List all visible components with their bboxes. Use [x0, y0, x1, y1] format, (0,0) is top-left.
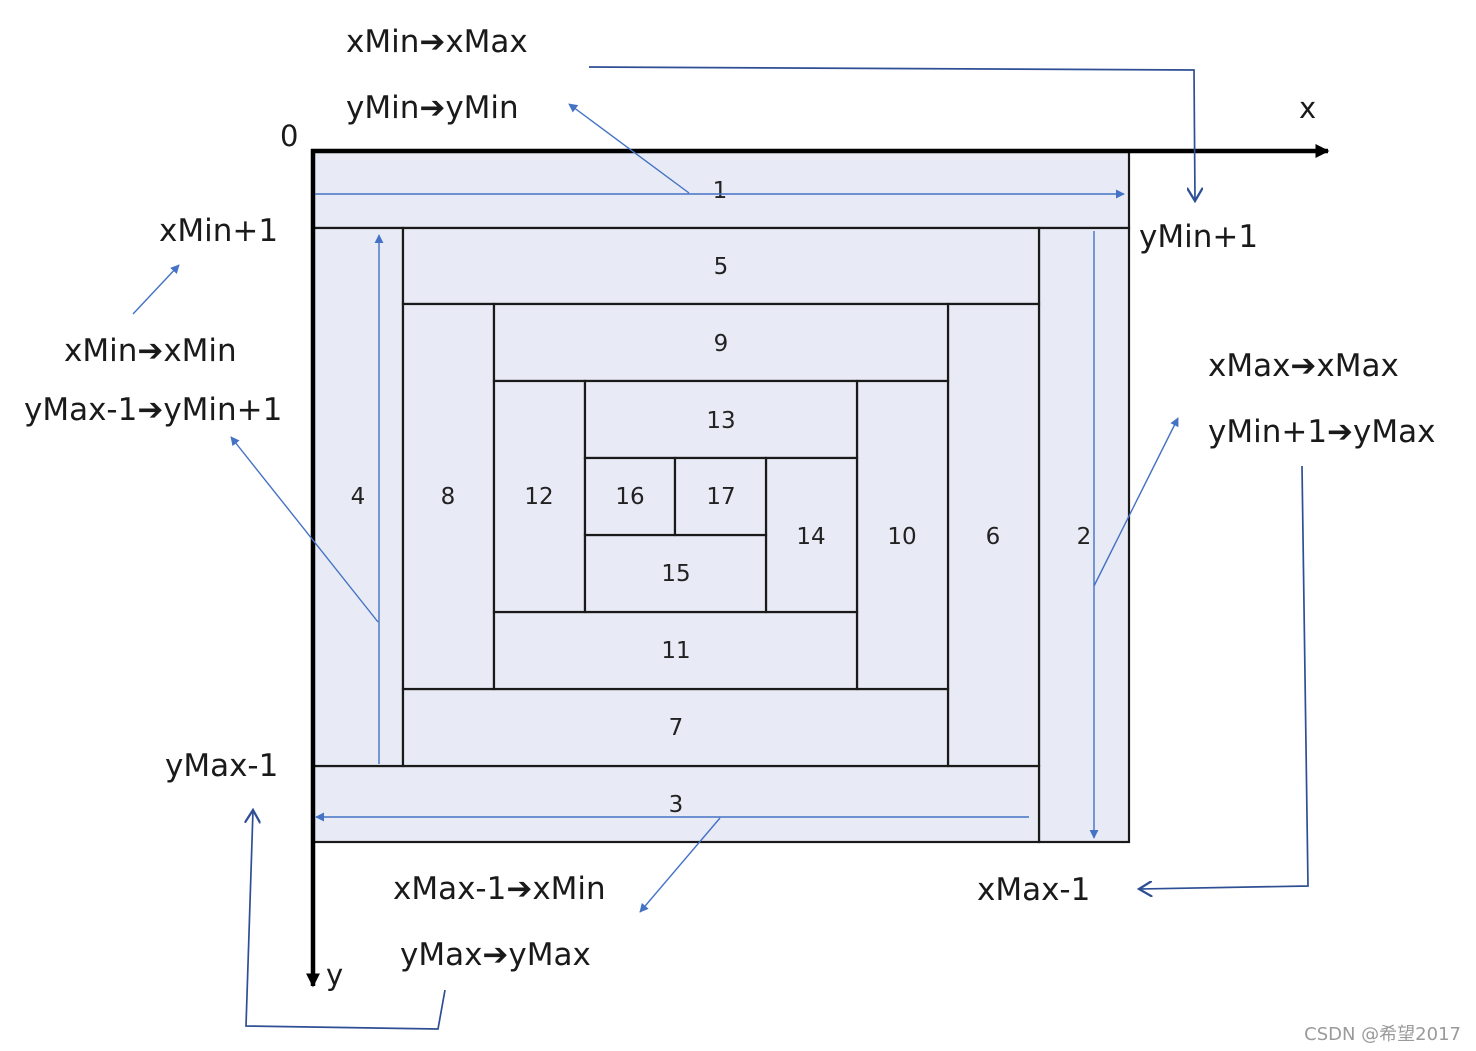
cell-label-4: 4: [351, 484, 366, 510]
cell-label-12: 12: [524, 484, 553, 510]
cell-label-3: 3: [669, 792, 684, 818]
cell-4: [311, 226, 405, 768]
spiral-grid: [311, 149, 1131, 844]
cell-label-7: 7: [669, 715, 684, 741]
cell-10: [855, 379, 950, 691]
cell-label-17: 17: [706, 484, 735, 510]
cell-label-14: 14: [796, 524, 825, 550]
cell-label-2: 2: [1077, 524, 1092, 550]
origin-label: 0: [280, 119, 298, 153]
cell-8: [401, 302, 496, 691]
pointer-bottom: [639, 817, 721, 913]
annotation-bottom-y: yMax➔yMax: [400, 937, 591, 973]
connector-right-to-xmax-minus1: [1139, 465, 1309, 889]
annotation-top-y: yMin➔yMin: [346, 90, 519, 126]
cell-11: [492, 610, 859, 691]
cell-label-8: 8: [441, 484, 456, 510]
annotation-right-x: xMax➔xMax: [1208, 348, 1399, 384]
y-axis-label: y: [326, 958, 343, 992]
pointer-top: [568, 103, 690, 194]
annotation-bottom-x: xMax-1➔xMin: [393, 871, 606, 907]
annotation-xmax-minus1: xMax-1: [977, 872, 1090, 908]
pointer-xmin-plus1: [132, 264, 180, 315]
watermark: CSDN @希望2017: [1304, 1024, 1461, 1045]
annotation-ymax-minus1: yMax-1: [165, 748, 278, 784]
cell-1: [311, 149, 1131, 230]
connector-bottom-to-ymax-minus1: [246, 810, 446, 1030]
cell-label-15: 15: [661, 561, 690, 587]
pointer-left: [230, 436, 379, 623]
annotation-right-y: yMin+1➔yMax: [1208, 414, 1435, 450]
cell-16: [583, 456, 677, 537]
annotation-top-x: xMin➔xMax: [346, 24, 528, 60]
cell-label-1: 1: [713, 178, 728, 204]
cell-14: [764, 456, 859, 614]
annotation-ymin-plus1: yMin+1: [1139, 219, 1258, 255]
cell-label-9: 9: [714, 331, 729, 357]
annotation-left-y: yMax-1➔yMin+1: [24, 392, 282, 428]
annotation-xmin-plus1: xMin+1: [159, 213, 278, 249]
cell-6: [946, 302, 1041, 768]
cell-label-11: 11: [661, 638, 690, 664]
cell-7: [401, 687, 950, 768]
cell-label-13: 13: [706, 408, 735, 434]
cell-label-6: 6: [986, 524, 1001, 550]
cell-label-10: 10: [887, 524, 916, 550]
x-axis-label: x: [1299, 91, 1316, 125]
pointer-right: [1093, 417, 1179, 587]
annotation-left-x: xMin➔xMin: [64, 333, 237, 369]
cell-12: [492, 379, 587, 614]
cell-label-5: 5: [714, 254, 729, 280]
cell-17: [673, 456, 768, 537]
connector-top-to-ymin-plus1: [588, 66, 1195, 201]
cell-label-16: 16: [615, 484, 644, 510]
cell-2: [1037, 226, 1131, 844]
cell-15: [583, 533, 768, 614]
